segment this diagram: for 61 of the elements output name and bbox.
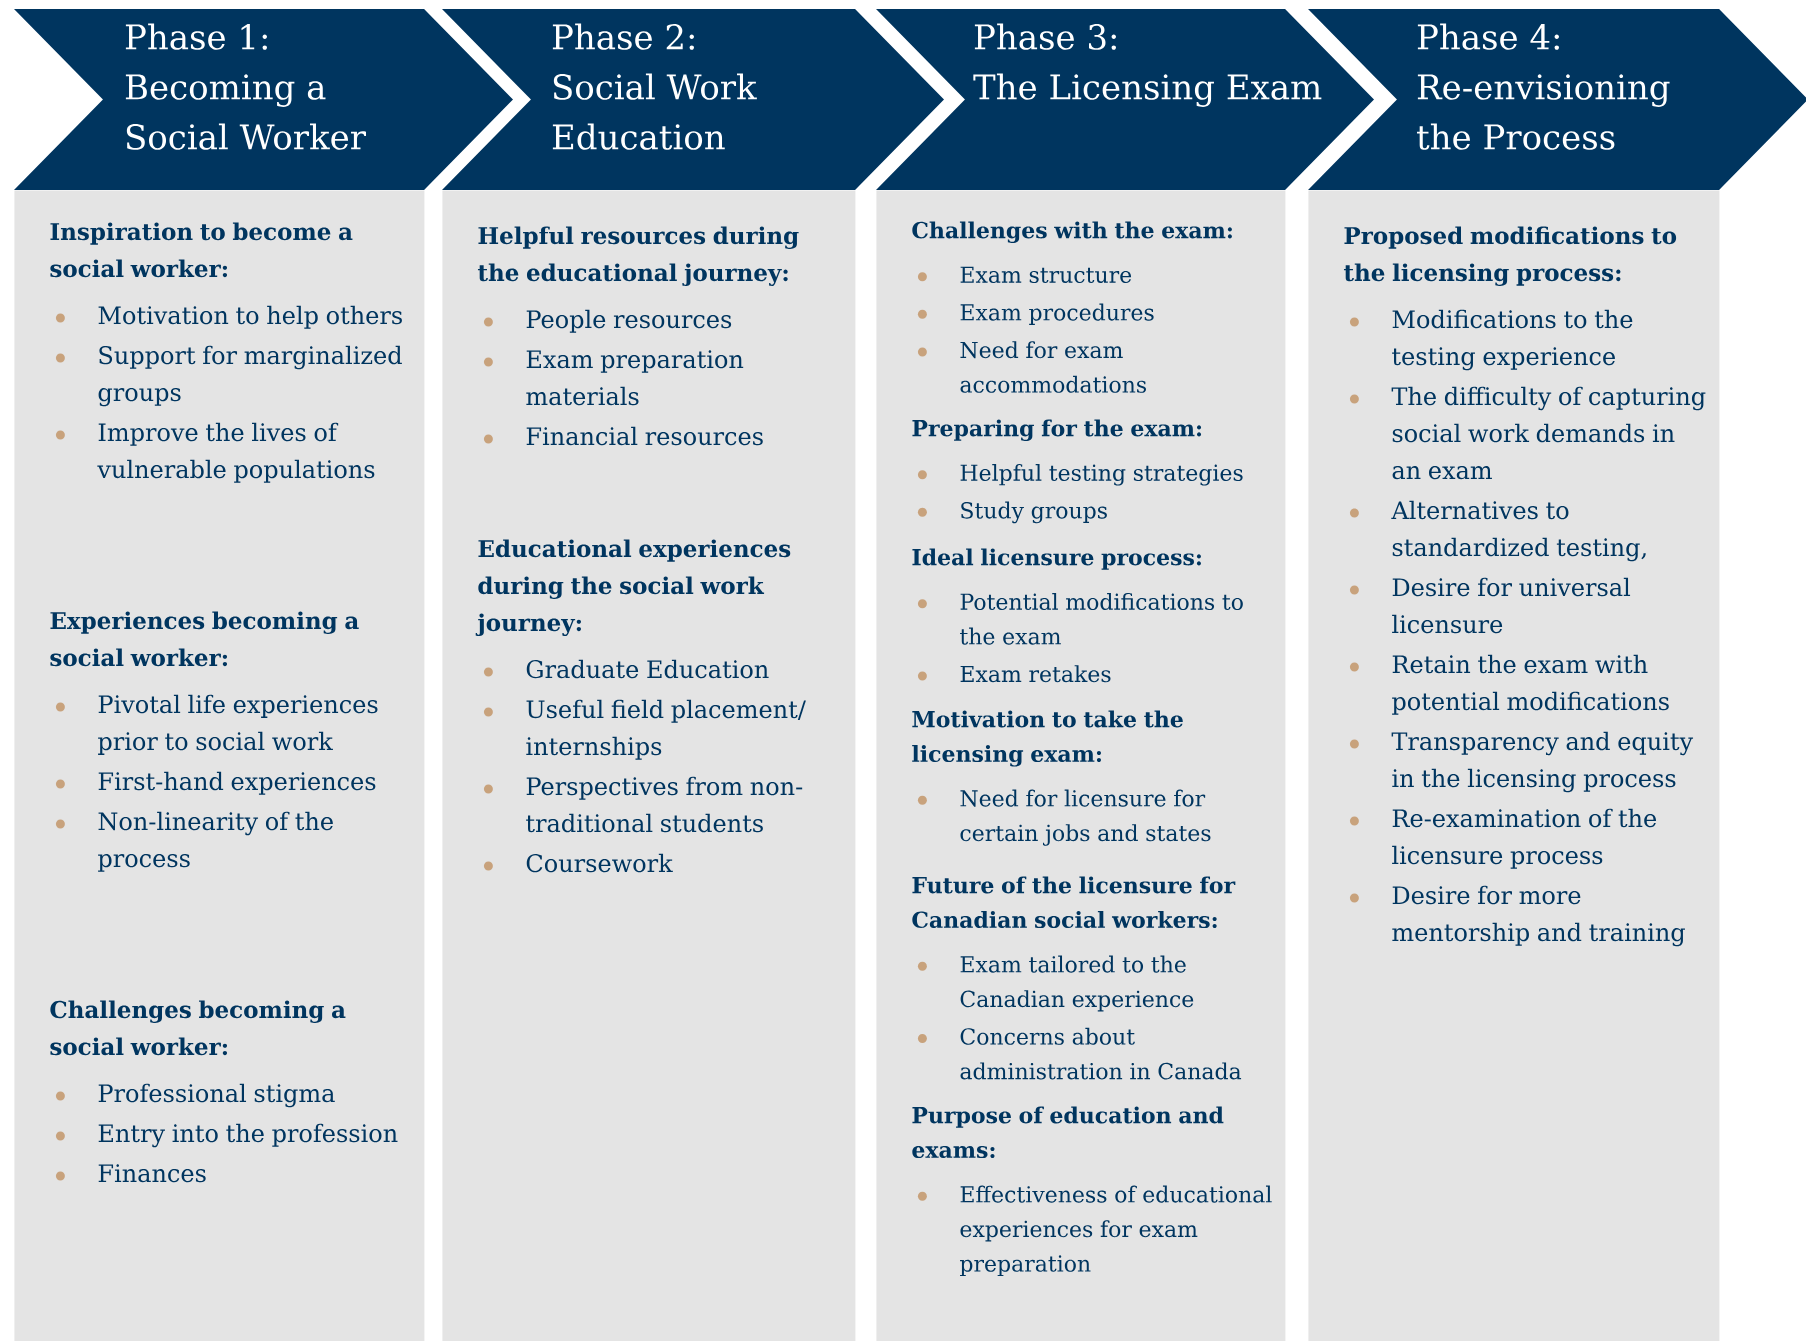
bullet-text: Need for licensure for certain jobs and states — [960, 789, 1211, 846]
column-panel — [1308, 190, 1720, 1341]
node-label: Phase 3: — [974, 23, 1116, 50]
section-heading: Experiences becoming a social worker: — [50, 611, 359, 667]
section-heading: Preparing for the exam: — [912, 419, 1202, 441]
bullet-text: Concerns about administration in Canada — [960, 1027, 1242, 1080]
node-label: Re-envisioning the Process — [1416, 74, 1670, 150]
column-panel — [876, 190, 1286, 1341]
bullet-text: Coursework — [526, 853, 673, 873]
bullet-text: Desire for more mentorship and training — [1392, 885, 1685, 947]
section-heading: Proposed modifications to the licensing process: — [1343, 226, 1677, 286]
bullet-text: Motivation to help others — [98, 305, 402, 329]
bullet-text: Graduate Education — [526, 659, 769, 679]
node-label: Phase 2: — [552, 23, 694, 50]
bullet-text: Helpful testing strategies — [960, 464, 1243, 486]
bullet-text: Effectiveness of educational experiences for exam preparation — [960, 1185, 1272, 1277]
bullet-text: Re-examination of the licensure process — [1392, 808, 1657, 869]
bullet-text: Exam preparation materials — [526, 350, 744, 406]
phase-header: Phase 2: Social Work Education — [442, 9, 944, 190]
bullet-text: Support for marginalized groups — [98, 345, 402, 407]
bullet-text: Entry into the profession — [98, 1123, 398, 1148]
section-heading: Future of the licensure for Canadian social workers: — [912, 876, 1236, 929]
bullet-text: Potential modifications to the exam — [960, 593, 1243, 645]
bullet-text: Exam structure — [960, 266, 1132, 284]
bullet-text: Exam tailored to the Canadian experience — [960, 955, 1194, 1012]
section-heading: Inspiration to become a social worker: — [50, 222, 353, 278]
bullet-text: Exam retakes — [960, 665, 1111, 683]
bullet-text: Exam procedures — [960, 303, 1154, 325]
section-heading: Purpose of education and exams: — [912, 1106, 1224, 1159]
bullet-text: Study groups — [961, 501, 1107, 524]
bullet-text: Non-linearity of the process — [98, 811, 333, 872]
node-label: Becoming a Social Worker — [125, 74, 367, 150]
column-panel — [14, 190, 425, 1341]
phase-header: Phase 3: The Licensing Exam — [876, 9, 1374, 190]
bullet-text: Alternatives to standardized testing, — [1391, 500, 1646, 562]
bullet-text: Financial resources — [526, 426, 763, 446]
bullet-text: People resources — [526, 309, 732, 333]
section-heading: Challenges becoming a social worker: — [50, 1000, 346, 1056]
node-label: Social Work Education — [552, 73, 757, 150]
bullet-text: Professional stigma — [98, 1083, 335, 1108]
bullet-text: Pivotal life experiences prior to social work — [98, 694, 378, 755]
section-heading: Ideal licensure process: — [912, 548, 1201, 570]
bullet-text: The difficulty of capturing social work demands in an exam — [1391, 386, 1706, 480]
bullet-text: First-hand experiences — [98, 771, 376, 795]
bullet-text: Perspectives from non-traditional students — [526, 776, 803, 833]
bullet-text: Need for exam accommodations — [960, 341, 1146, 393]
section-heading: Motivation to take the licensing exam: — [912, 710, 1183, 767]
bullet-text: Improve the lives of vulnerable populations — [97, 422, 375, 483]
column-panel — [442, 190, 856, 1341]
phase-header: Phase 1: Becoming a Social Worker — [14, 9, 513, 190]
bullet-text: Retain the exam with potential modifications — [1392, 654, 1669, 715]
bullet-text: Modifications to the testing experience — [1392, 309, 1633, 371]
bullet-text: Useful field placement/ internships — [526, 699, 806, 760]
bullet-text: Desire for universal licensure — [1392, 577, 1631, 634]
section-heading: Educational experiences during the social work journey: — [475, 539, 791, 636]
bullet-text: Finances — [98, 1164, 206, 1183]
bullet-text: Transparency and equity in the licensing process — [1391, 731, 1694, 793]
node-label: Phase 4: — [1417, 23, 1559, 50]
section-heading: Helpful resources during the educational journey: — [477, 226, 799, 286]
node-label: Phase 1: — [125, 23, 267, 50]
section-heading: Challenges with the exam: — [912, 221, 1232, 243]
